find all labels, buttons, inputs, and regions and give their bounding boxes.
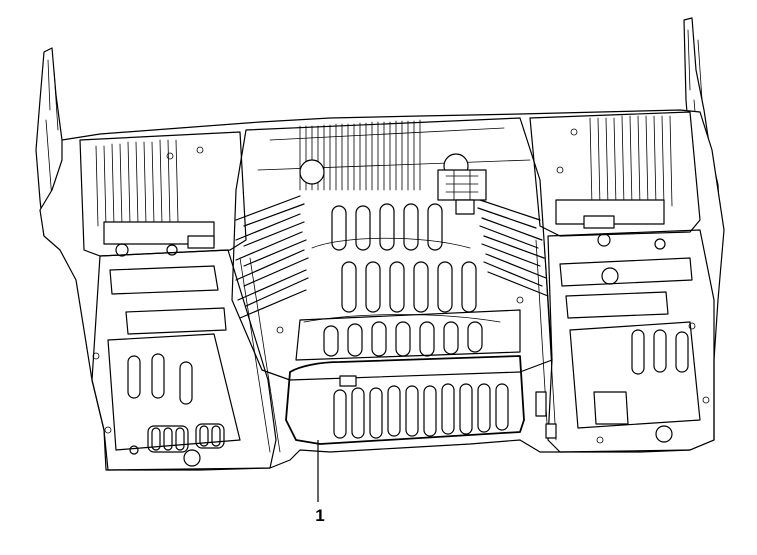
right-rear-panel	[529, 111, 701, 250]
right-front-floor	[535, 229, 715, 453]
callout-1-label: 1	[315, 506, 325, 525]
center-rear-tub	[231, 117, 553, 381]
floor-pan-body	[39, 109, 725, 471]
bolt-holes	[92, 128, 710, 444]
left-rear-panel	[79, 131, 247, 257]
front-center-floor	[285, 355, 525, 445]
left-front-floor	[91, 249, 281, 471]
